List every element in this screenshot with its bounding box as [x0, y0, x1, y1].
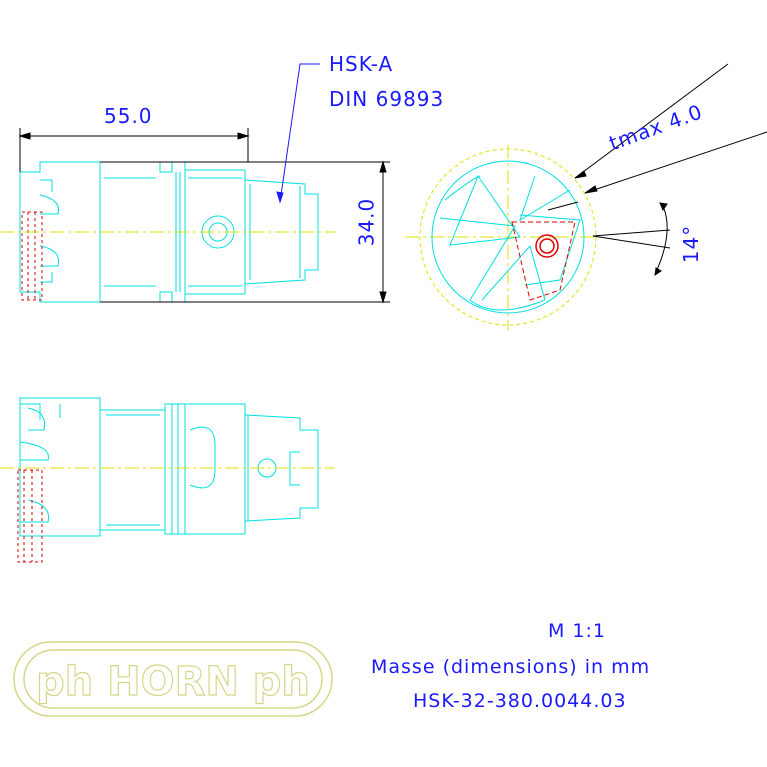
logo-text: ph HORN ph	[36, 659, 310, 705]
hidden-lines-top	[21, 211, 43, 301]
side-view-bottom	[19, 397, 319, 537]
dimension-length	[18, 128, 250, 172]
hsk-leader	[276, 63, 320, 204]
angle-dimension	[592, 202, 671, 277]
hidden-lines-bottom	[17, 469, 43, 563]
horn-logo: ph HORN ph	[13, 641, 333, 717]
scale-label: M 1:1	[548, 620, 607, 642]
spec-type: HSK-A	[329, 52, 394, 76]
angle-label: 14°	[679, 224, 704, 264]
units-label: Masse (dimensions) in mm	[371, 656, 651, 678]
dimension-diameter	[100, 160, 390, 304]
spec-standard: DIN 69893	[329, 87, 445, 111]
diameter-dimension-label: 34.0	[354, 197, 379, 247]
part-number: HSK-32-380.0044.03	[413, 690, 627, 712]
tmax-leaders	[547, 63, 767, 211]
end-view	[405, 145, 600, 330]
length-dimension-label: 55.0	[104, 104, 153, 128]
